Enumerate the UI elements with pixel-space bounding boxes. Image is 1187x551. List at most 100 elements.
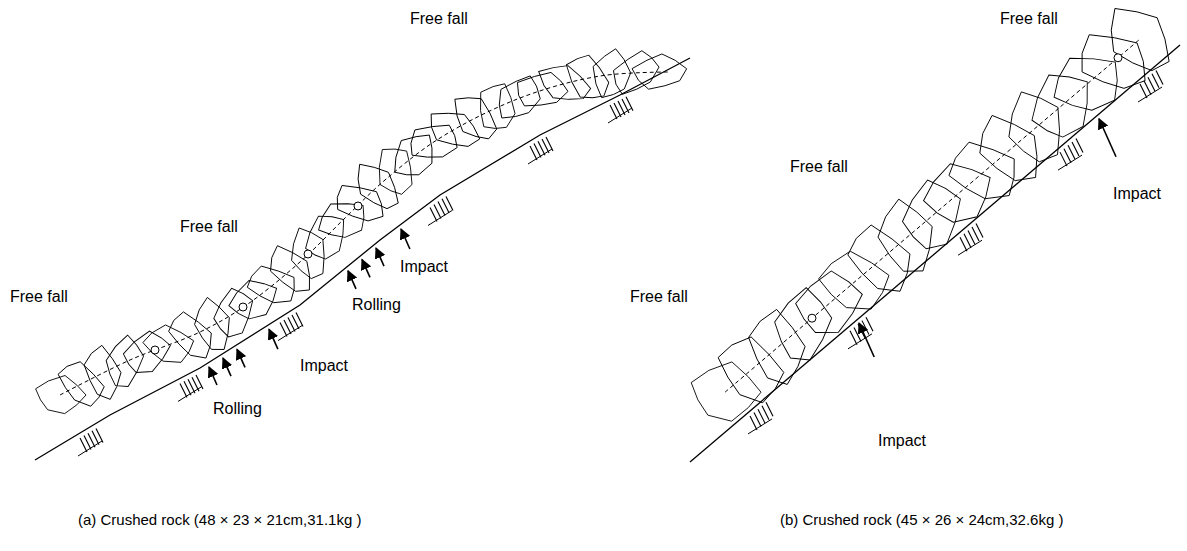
contact-point xyxy=(808,314,816,322)
ground-hatch xyxy=(964,234,971,248)
ground-hatch xyxy=(758,409,765,423)
ground-hatch xyxy=(1156,70,1163,84)
motion-label: Rolling xyxy=(213,400,262,418)
rock-outline xyxy=(209,287,258,342)
motion-label: Impact xyxy=(300,357,348,375)
impact-arrow xyxy=(362,259,370,277)
ground-hatch xyxy=(1076,139,1083,153)
motion-label: Free fall xyxy=(630,288,688,306)
motion-label: Impact xyxy=(1113,185,1161,203)
ground-hatch xyxy=(546,137,553,151)
trajectory-line xyxy=(60,72,670,395)
rock-outline xyxy=(245,264,297,305)
rock-outline xyxy=(765,281,839,366)
rock-outline xyxy=(487,67,547,129)
rock-outline xyxy=(967,104,1056,194)
rock-outline xyxy=(946,140,1019,203)
ground-hatch xyxy=(958,240,982,255)
motion-label: Rolling xyxy=(352,296,401,314)
rock-outline xyxy=(190,294,235,354)
ground-hatch xyxy=(1068,145,1075,159)
ground-hatch xyxy=(1072,142,1079,156)
contact-point xyxy=(354,202,362,210)
ground-hatch xyxy=(762,406,769,420)
rock-outline xyxy=(99,331,149,391)
rock-outline xyxy=(1043,43,1129,122)
rock-outline xyxy=(80,342,127,403)
rock-outline xyxy=(261,238,322,300)
slope-a xyxy=(35,45,690,460)
rock-outline xyxy=(531,55,595,110)
rock-outline xyxy=(141,323,194,364)
ground-hatch xyxy=(848,334,872,349)
rock-outline xyxy=(896,178,969,256)
ground-hatch xyxy=(748,419,772,434)
impact-arrow xyxy=(376,248,384,266)
slope-line xyxy=(690,45,1180,462)
ground-hatch xyxy=(1152,74,1159,88)
motion-label: Free fall xyxy=(10,288,68,306)
motion-label: Free fall xyxy=(1000,10,1058,28)
rock-outline xyxy=(164,309,221,364)
rock-outline xyxy=(333,182,388,224)
ground-hatch xyxy=(1058,155,1082,170)
rock-outline xyxy=(346,153,407,218)
impact-arrow xyxy=(348,271,356,289)
rock-outline xyxy=(1004,88,1063,164)
rock-outline xyxy=(223,271,285,328)
ground-hatch xyxy=(296,313,303,327)
impact-arrow xyxy=(269,329,278,349)
ground-hatch xyxy=(428,211,452,226)
rock-outline xyxy=(914,151,1003,236)
ground-hatch xyxy=(78,441,102,456)
rock-outline xyxy=(1024,63,1104,145)
rock-outline xyxy=(589,46,635,102)
impact-arrow xyxy=(237,349,245,367)
ground-hatch xyxy=(1140,84,1147,98)
rock-outline xyxy=(563,51,613,106)
ground-hatch xyxy=(626,97,633,111)
ground-hatch xyxy=(528,149,552,164)
ground-hatch xyxy=(1148,77,1155,91)
ground-hatch xyxy=(96,428,103,442)
rock-outline xyxy=(691,362,761,421)
rock-outline xyxy=(379,149,412,195)
slope-line xyxy=(35,58,690,460)
rock-outline xyxy=(1076,30,1154,93)
rock-outline xyxy=(288,226,327,281)
rock-outline xyxy=(515,70,569,110)
ground-hatch xyxy=(1064,149,1071,163)
impact-arrow xyxy=(859,323,874,357)
rock-outline xyxy=(478,82,517,130)
slope-b xyxy=(690,0,1183,462)
motion-label: Impact xyxy=(878,432,926,450)
ground-hatch xyxy=(1138,87,1162,102)
rock-outline xyxy=(405,119,459,165)
rock-outline xyxy=(36,376,86,414)
rock-outline xyxy=(816,249,890,311)
ground-hatch xyxy=(766,402,773,416)
rock-outline xyxy=(300,207,354,264)
rock-outline xyxy=(120,326,177,380)
trajectory-line xyxy=(725,39,1140,392)
ground-hatch xyxy=(446,196,453,210)
ground-hatch xyxy=(854,327,861,341)
ground-hatch xyxy=(178,386,202,401)
motion-label: Free fall xyxy=(410,10,468,28)
ground-hatch xyxy=(972,227,979,241)
rock-outline xyxy=(52,356,110,411)
motion-label: Impact xyxy=(400,258,448,276)
motion-label: Free fall xyxy=(180,218,238,236)
contact-point xyxy=(239,303,247,311)
impact-arrow xyxy=(223,358,231,376)
ground-hatch xyxy=(866,317,873,331)
contact-point xyxy=(304,250,312,258)
contact-point xyxy=(1114,54,1122,62)
figure-caption: (a) Crushed rock (48 × 23 × 21cm,31.1kg … xyxy=(78,512,361,529)
ground-hatch xyxy=(750,416,757,430)
motion-label: Free fall xyxy=(790,158,848,176)
rock-outline xyxy=(790,264,873,344)
ground-hatch xyxy=(1060,152,1067,166)
